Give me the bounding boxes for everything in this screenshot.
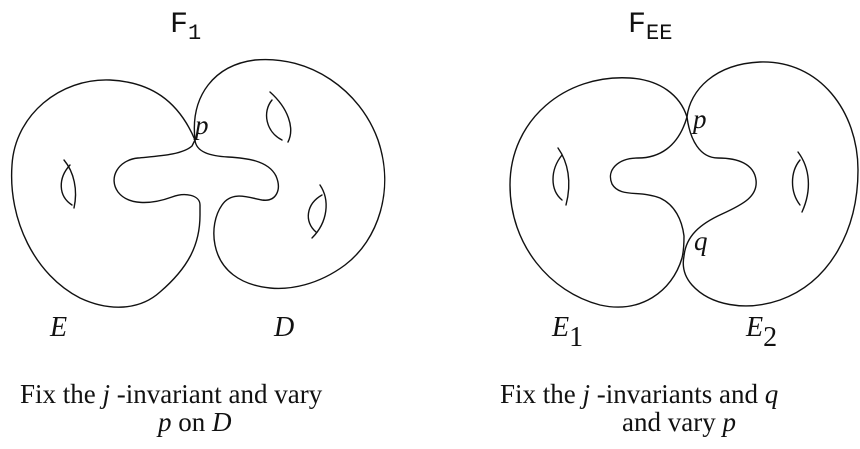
right-caption-line2: and vary p: [622, 407, 736, 437]
point-p-label: p: [193, 110, 209, 140]
component-d-outline: [193, 58, 386, 290]
component-e-outline: [10, 79, 201, 308]
component-d-label: D: [273, 312, 294, 343]
component-e-hole: [63, 159, 77, 209]
component-e2-hole-arc: [791, 159, 801, 206]
right-title: FEE: [628, 8, 672, 46]
component-e1-outline: [509, 77, 688, 308]
left-title: F1: [170, 8, 201, 46]
left-caption-line1: Fix the j -invariant and vary: [20, 379, 323, 409]
component-d-hole-2-arc: [307, 194, 323, 233]
point-q-label: q: [694, 226, 708, 256]
component-d-hole-1-arc: [265, 99, 283, 141]
component-d-hole-1: [269, 91, 292, 143]
right-caption-line1: Fix the j -invariants and q: [500, 379, 778, 409]
left-caption-line2: p on D: [156, 407, 232, 437]
component-e-label: E: [49, 312, 67, 343]
component-e2-label: E2: [745, 312, 777, 353]
component-e-hole-arc: [60, 164, 73, 206]
component-e2-hole: [797, 151, 810, 213]
component-e2-outline: [682, 61, 859, 307]
component-e1-hole-arc: [552, 154, 563, 201]
right-panel: FEE p q E1 E2 Fix the j -invariants and …: [500, 8, 859, 437]
component-e1-hole: [557, 147, 570, 206]
component-e1-label: E1: [551, 312, 583, 353]
point-p-label-right: p: [691, 104, 707, 134]
component-d-hole-2: [311, 184, 327, 239]
left-panel: F1 p E D Fix the j -invariant and vary p…: [10, 8, 386, 437]
